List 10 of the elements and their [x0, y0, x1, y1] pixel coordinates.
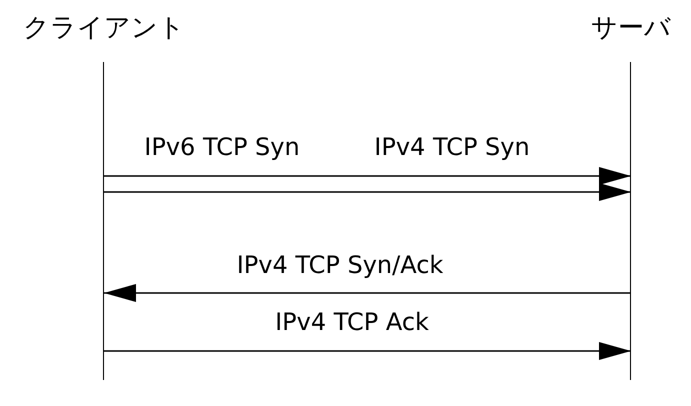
arrow	[104, 167, 631, 185]
edge-label: IPv6 TCP Syn	[144, 132, 300, 162]
arrow	[104, 284, 631, 302]
edge-label: IPv4 TCP Syn/Ack	[236, 250, 444, 280]
participant-label: サーバ	[590, 12, 672, 45]
arrow	[104, 183, 631, 201]
arrow	[104, 342, 631, 360]
edge-label: IPv4 TCP Ack	[275, 307, 429, 337]
participant-label: クライアント	[22, 12, 186, 45]
edge-label: IPv4 TCP Syn	[374, 132, 530, 162]
